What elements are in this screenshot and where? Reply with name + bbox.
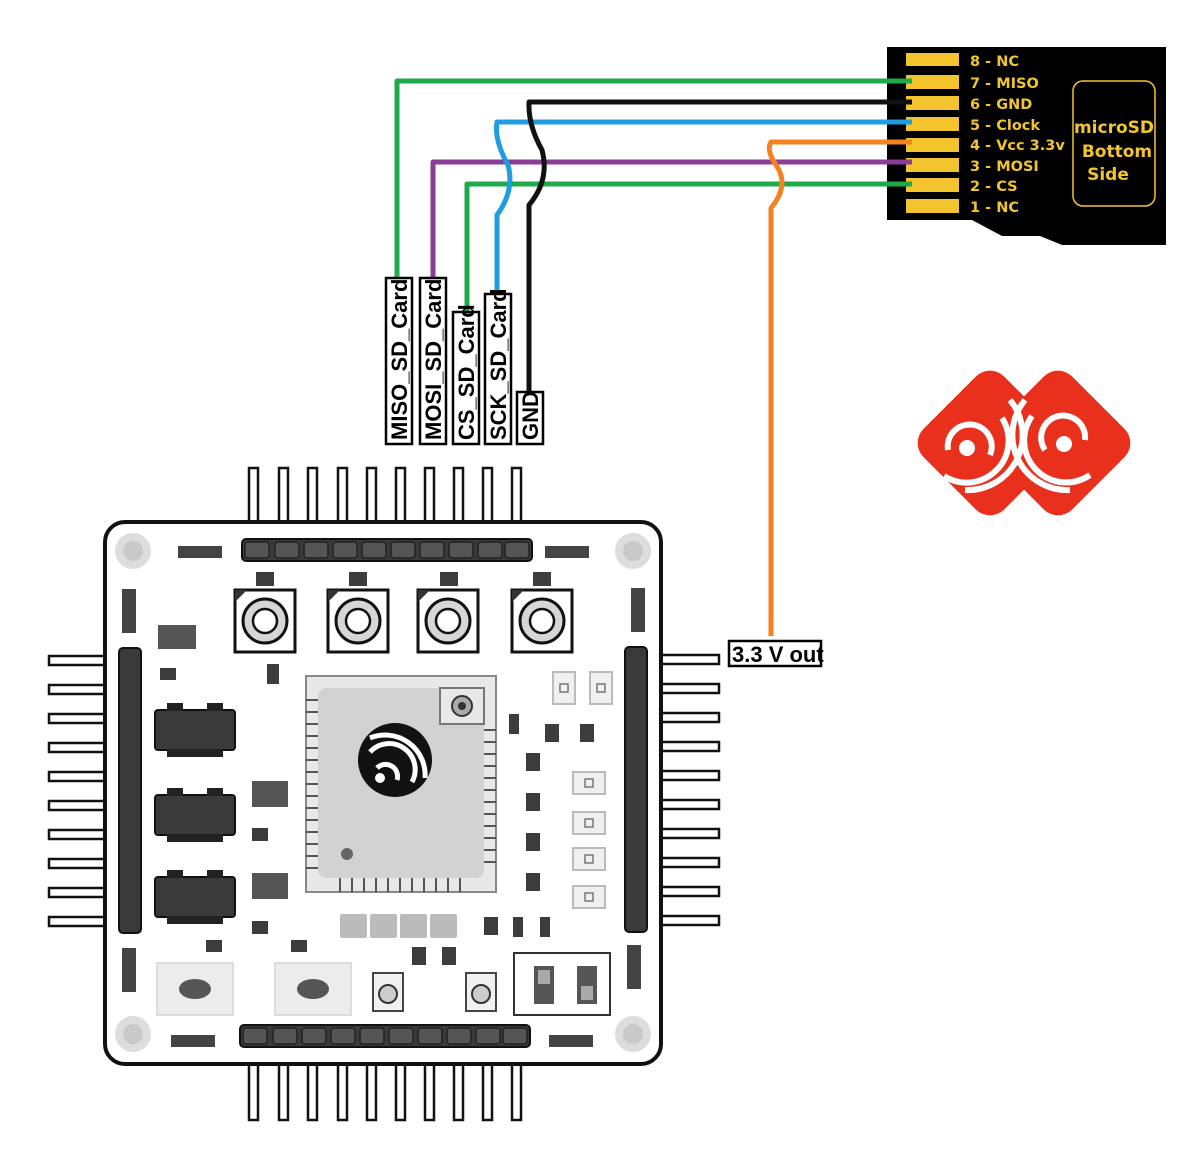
right-header-pins — [643, 653, 721, 927]
wire-miso — [394, 78, 912, 278]
sd-pin-6: 6 - GND — [970, 97, 1032, 113]
label-mosi: MOSI_SD_Card — [421, 279, 446, 440]
pcb-board — [47, 466, 721, 1122]
wire-gnd — [526, 99, 912, 392]
dip-switch — [513, 952, 611, 1016]
wire-vcc — [766, 139, 912, 636]
sd-side-label-1: microSD — [1074, 118, 1154, 138]
sd-side-label-2: Bottom — [1082, 142, 1152, 162]
sd-side-label-3: Side — [1087, 165, 1129, 185]
sd-pin-7: 7 - MISO — [970, 76, 1039, 92]
top-header-pins — [247, 466, 523, 543]
sd-pin-8: 8 - NC — [970, 54, 1019, 70]
sd-pin-5: 5 - Clock — [970, 118, 1040, 134]
leds — [552, 671, 613, 909]
esp32-module — [305, 675, 497, 893]
label-gnd: GND — [518, 391, 543, 440]
left-header-pins — [47, 654, 125, 928]
label-miso: MISO_SD_Card — [387, 279, 412, 440]
push-buttons — [156, 962, 352, 1016]
signal-labels: MISO_SD_Card MOSI_SD_Card CS_SD_Card SCK… — [384, 276, 545, 446]
label-cs: CS_SD_Card — [454, 304, 479, 440]
wire-mosi — [430, 159, 912, 278]
microsd-card-icon: microSD Bottom Side 8 - NC 7 - MISO 6 - … — [887, 47, 1166, 245]
sd-pin-3: 3 - MOSI — [970, 159, 1039, 175]
bottom-header-pins — [247, 1043, 523, 1122]
espressif-logo-icon — [917, 370, 1131, 516]
label-sck: SCK_SD_Card — [486, 288, 511, 440]
potentiometers — [233, 588, 574, 654]
wire-cs — [464, 181, 912, 312]
wire-sck — [494, 119, 912, 294]
label-3v3-out: 3.3 V out — [732, 642, 824, 667]
regulators — [154, 709, 236, 918]
sd-contacts — [906, 53, 959, 213]
sd-pin-2: 2 - CS — [970, 179, 1018, 195]
esp32-chip-logo-icon — [358, 723, 432, 797]
sd-pin-4: 4 - Vcc 3.3v — [970, 138, 1065, 154]
sd-pin-1: 1 - NC — [970, 200, 1019, 216]
wires — [394, 78, 912, 636]
